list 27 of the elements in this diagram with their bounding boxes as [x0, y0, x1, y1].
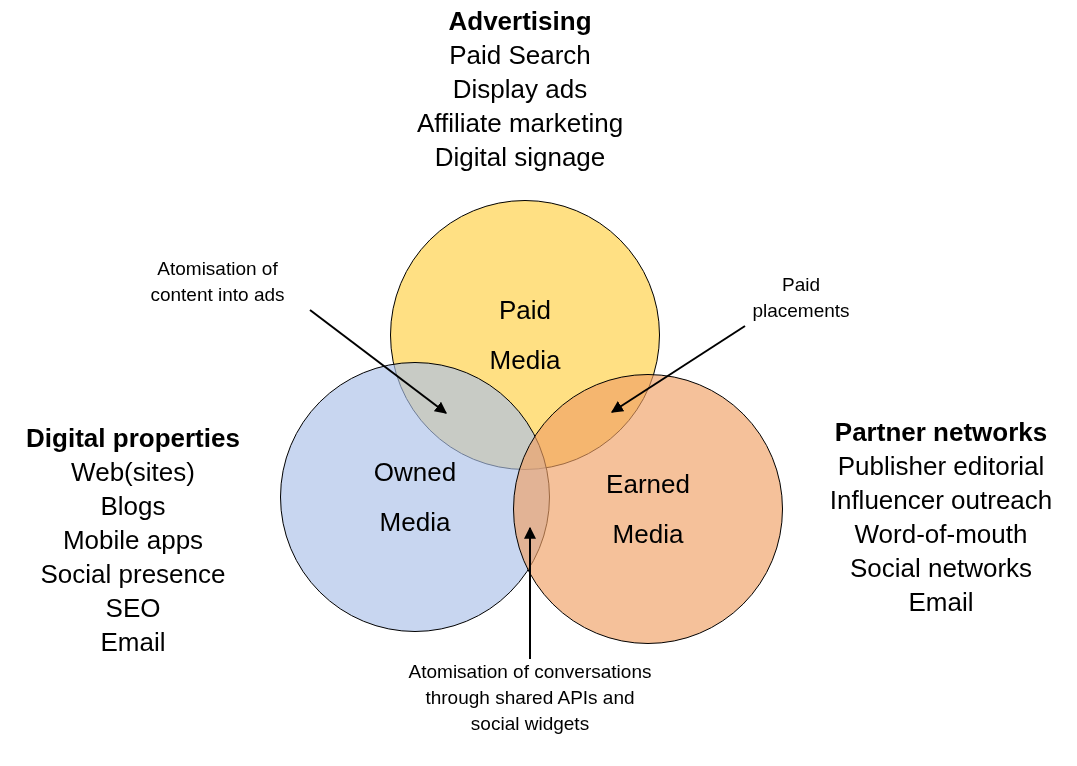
- leader-arrow: [524, 526, 536, 660]
- list-item: Email: [100, 626, 166, 659]
- list-item: Display ads: [452, 73, 588, 106]
- list-item: Web(sites): [71, 456, 195, 489]
- list-item: Publisher editorial: [837, 450, 1045, 483]
- list-item: Influencer outreach: [829, 484, 1053, 517]
- group-heading: Partner networks: [834, 416, 1048, 449]
- circle-label: Earned Media: [605, 468, 691, 551]
- list-item: Mobile apps: [62, 524, 204, 557]
- list-item: Paid Search: [449, 39, 591, 72]
- circle-label: Paid Media: [488, 294, 562, 377]
- list-item: Digital signage: [434, 141, 606, 174]
- annotation-text: Atomisation of content into ads: [125, 256, 310, 308]
- group-heading: Digital properties: [26, 422, 240, 455]
- list-item: Social networks: [849, 552, 1033, 585]
- list-item: Email: [908, 586, 974, 619]
- list-item: Word-of-mouth: [854, 518, 1028, 551]
- leader-arrow: [309, 309, 447, 414]
- list-item: Affiliate marketing: [416, 107, 624, 140]
- list-item: SEO: [105, 592, 161, 625]
- leader-arrow: [611, 325, 746, 413]
- annotation-text: Paid placements: [745, 272, 857, 324]
- circle-label: Owned Media: [372, 456, 458, 539]
- annotation-text: Atomisation of conversations through shared APIs and social widgets: [405, 659, 655, 737]
- list-item: Blogs: [100, 490, 166, 523]
- group-heading: Advertising: [448, 5, 592, 38]
- list-item: Social presence: [40, 558, 226, 591]
